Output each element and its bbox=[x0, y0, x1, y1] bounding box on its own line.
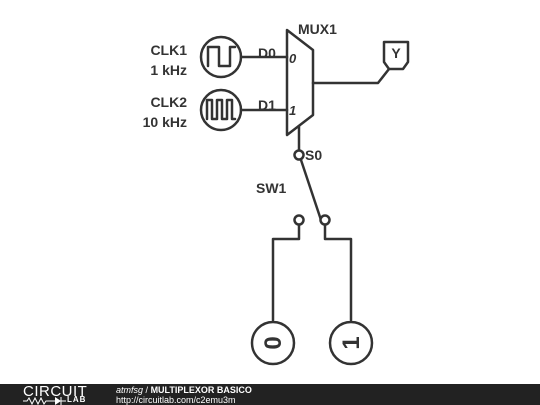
circuitlab-logo[interactable]: CIRCUIT LAB bbox=[23, 384, 95, 405]
title-separator: / bbox=[145, 385, 149, 395]
mux-pin-1-label: 1 bbox=[289, 103, 296, 118]
sw1-common-terminal bbox=[293, 149, 305, 161]
net-d0-label: D0 bbox=[258, 45, 276, 61]
clk2-name-label: CLK2 bbox=[150, 94, 187, 110]
logic-high-label: 1 bbox=[338, 336, 365, 349]
clk2-square-wave-icon bbox=[205, 98, 237, 121]
footer-meta: atmfsg / MULTIPLEXOR BASICO http://circu… bbox=[116, 385, 252, 405]
logo-text-top: CIRCUIT bbox=[23, 383, 88, 400]
author-name[interactable]: atmfsg bbox=[116, 385, 144, 395]
schematic-svg: MUX1 CLK1 1 kHz CLK2 10 kHz D0 D1 0 1 Y … bbox=[143, 21, 410, 366]
clk1-freq-label: 1 kHz bbox=[150, 62, 187, 78]
logic-high-source[interactable] bbox=[328, 320, 374, 366]
wire-y-output bbox=[311, 67, 391, 85]
logo-resistor-icon bbox=[23, 396, 66, 405]
logic-low-label: 0 bbox=[260, 336, 287, 349]
clk1-name-label: CLK1 bbox=[150, 42, 187, 58]
mux-pin-0-label: 0 bbox=[289, 51, 297, 66]
footer-title-line: atmfsg / MULTIPLEXOR BASICO bbox=[116, 385, 252, 395]
circuit-url[interactable]: http://circuitlab.com/c2emu3m bbox=[116, 395, 236, 405]
output-y-tag[interactable] bbox=[382, 40, 410, 71]
logic-low-source[interactable] bbox=[250, 320, 296, 366]
wire-logic-low bbox=[271, 223, 301, 322]
wire-logic-high bbox=[323, 223, 353, 322]
sw1-label: SW1 bbox=[256, 180, 287, 196]
net-s0-label: S0 bbox=[305, 147, 322, 163]
net-d1-label: D1 bbox=[258, 97, 276, 113]
footer-bar: CIRCUIT LAB atmfsg / MULTIPLEXOR BASICO … bbox=[0, 384, 540, 405]
clk2-freq-label: 10 kHz bbox=[143, 114, 187, 130]
output-y-label: Y bbox=[391, 45, 401, 61]
clk1-square-wave-icon bbox=[206, 45, 237, 68]
circuit-title: MULTIPLEXOR BASICO bbox=[150, 385, 252, 395]
sw1-terminal-0 bbox=[293, 214, 305, 226]
sw1-terminal-1 bbox=[319, 214, 331, 226]
mux1-label: MUX1 bbox=[298, 21, 337, 37]
schematic-canvas: MUX1 CLK1 1 kHz CLK2 10 kHz D0 D1 0 1 Y … bbox=[142, 21, 410, 366]
sw1-lever[interactable] bbox=[299, 158, 323, 222]
logo-text-lab: LAB bbox=[67, 395, 87, 404]
mux1-body[interactable] bbox=[285, 28, 315, 137]
